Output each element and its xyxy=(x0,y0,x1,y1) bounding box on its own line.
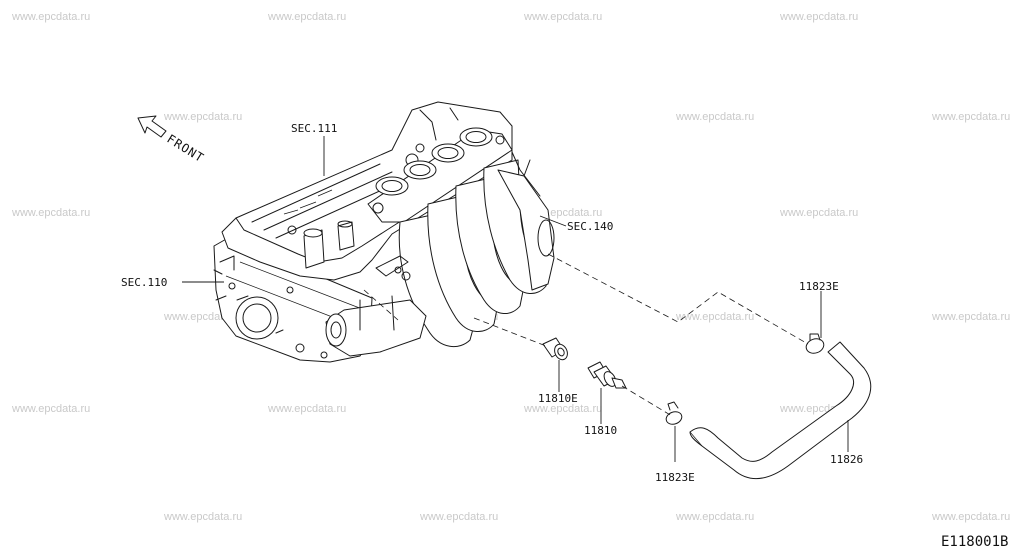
assembly-lines xyxy=(363,253,809,417)
watermark-text: www.epcdata.ru xyxy=(675,311,754,323)
front-label: FRONT xyxy=(164,132,206,166)
watermark-text: www.epcdata.ru xyxy=(163,111,242,123)
callout-labels: SEC.111 SEC.140 SEC.110 11823E 11810E 11… xyxy=(121,122,863,484)
watermark-text: www.epcdata.ru xyxy=(11,207,90,219)
intake-manifold xyxy=(325,127,555,357)
label-sec111: SEC.111 xyxy=(291,122,337,135)
watermark-text: www.epcdata.ru xyxy=(675,111,754,123)
watermark-text: www.epcdata.ru xyxy=(931,111,1010,123)
watermark-text: www.epcdata.ru xyxy=(267,11,346,23)
label-clamp-lower: 11823E xyxy=(655,471,695,484)
watermark-text: www.epcdata.ru xyxy=(779,11,858,23)
label-hose: 11826 xyxy=(830,453,863,466)
pcv-valve-11810 xyxy=(587,361,627,389)
watermark-text: www.epcdata.ru xyxy=(267,403,346,415)
label-sec110: SEC.110 xyxy=(121,276,167,289)
label-sec140: SEC.140 xyxy=(567,220,613,233)
watermark-text: www.epcdata.ru xyxy=(523,403,602,415)
blow-by-hose-11826 xyxy=(689,341,872,479)
diagram-code: E118001B xyxy=(941,534,1008,548)
watermark-text: www.epcdata.ru xyxy=(931,511,1010,523)
grommet-11810e xyxy=(542,337,568,361)
label-grommet: 11810E xyxy=(538,392,578,405)
engine-assembly xyxy=(213,101,555,363)
label-clamp-upper: 11823E xyxy=(799,280,839,293)
watermark-text: www.epcdata.ru xyxy=(931,311,1010,323)
watermark-text: www.epcdata.ru xyxy=(163,511,242,523)
watermark-text: www.epcdata.ru xyxy=(11,403,90,415)
front-arrow-icon xyxy=(137,115,167,138)
watermark-text: www.epcdata.ru xyxy=(419,511,498,523)
watermark-text: www.epcdata.ru xyxy=(11,11,90,23)
leader-lines xyxy=(182,136,849,462)
watermark-text: www.epcdata.ru xyxy=(779,207,858,219)
clamp-lower-11823e xyxy=(665,401,683,425)
label-pcv-valve: 11810 xyxy=(584,424,617,437)
watermark-text: www.epcdata.ru xyxy=(675,511,754,523)
clamp-upper-11823e xyxy=(805,333,825,354)
watermark-text: www.epcdata.ru xyxy=(523,11,602,23)
